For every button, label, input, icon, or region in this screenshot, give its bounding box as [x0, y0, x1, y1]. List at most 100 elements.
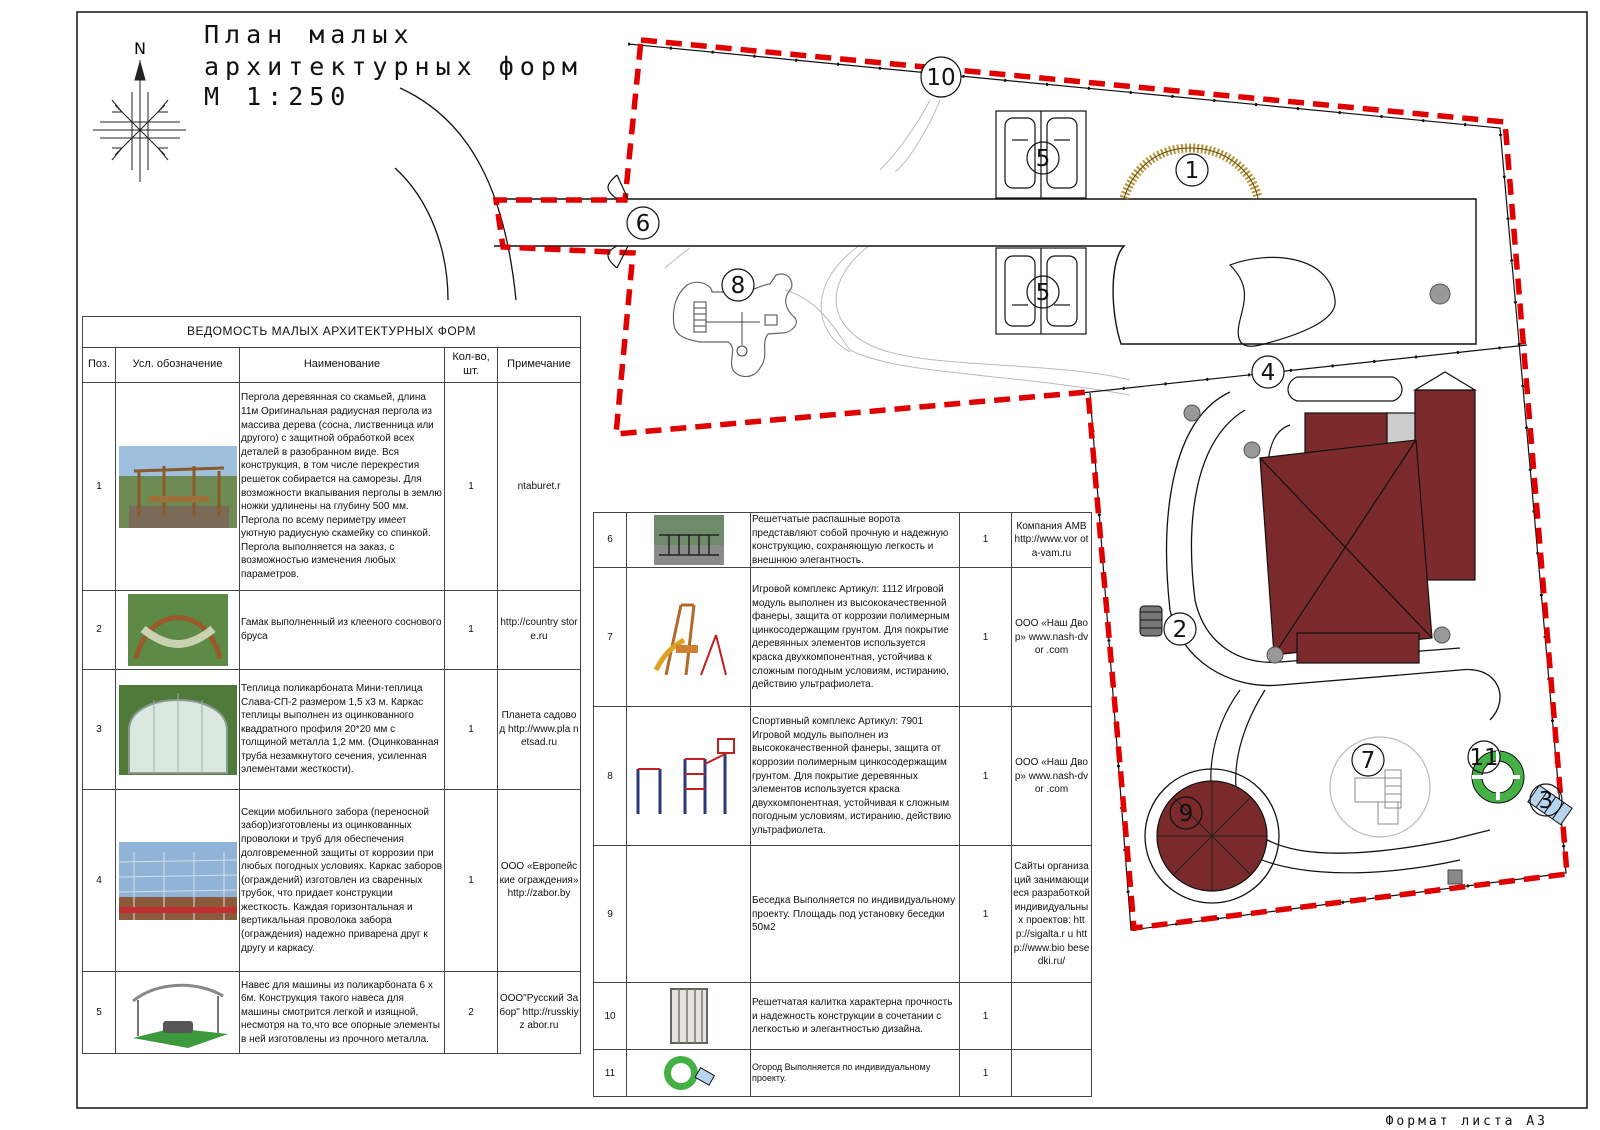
row-quantity: 1 [959, 1049, 1012, 1098]
row-note: http://country store.ru [496, 590, 582, 670]
row-position: 6 [593, 511, 627, 569]
utility-box [1447, 869, 1463, 885]
plan-title-line-1: План малых [204, 20, 415, 49]
plan-label-5b: 5 [1036, 280, 1051, 306]
plan-label-2: 2 [1173, 617, 1188, 643]
row-note: ООО «Наш Двор» www.nash-dvor .com [1011, 567, 1092, 708]
greenhouse-photo [115, 669, 240, 790]
row-position: 5 [82, 971, 116, 1054]
row-quantity: 1 [959, 706, 1012, 847]
row-quantity: 2 [444, 971, 498, 1054]
table-row: 10 Решетчатая калитка характерна прочнос… [593, 982, 1092, 1051]
house-loop-path [1190, 409, 1461, 663]
row-quantity: 1 [959, 567, 1012, 708]
mafs-schedule-table-part-2: 6 Решетчатые распашные ворота представля… [593, 511, 1092, 1098]
row-position: 9 [593, 845, 627, 984]
hammock-symbol [1139, 605, 1163, 637]
row-description: Решетчатые распашные ворота представляют… [750, 511, 960, 569]
column-header: Наименование [239, 347, 445, 383]
table-row: 7 Игровой комплекс Артикул: 1112 Игровой… [593, 567, 1092, 708]
plan-title-scale: М 1:250 [204, 82, 352, 111]
row-quantity: 1 [444, 789, 498, 972]
row-description: Беседка Выполняется по индивидуальному п… [750, 845, 960, 984]
row-quantity: 1 [959, 982, 1012, 1051]
row-note: Планета садовод http://www.pla netsad.ru [496, 669, 582, 790]
row-position: 2 [82, 590, 116, 670]
table-row: 8 Спортивный комплекс Артикул: 7901 Игро… [593, 706, 1092, 847]
row-description: Навес для машины из поликарбоната 6 х 6м… [239, 971, 445, 1054]
lawn-island [1228, 256, 1336, 347]
row-position: 1 [82, 382, 116, 591]
row-quantity: 1 [444, 669, 498, 790]
column-header: Примечание [496, 347, 582, 383]
row-quantity: 1 [959, 845, 1012, 984]
hammock-photo [115, 590, 240, 670]
row-description: Секции мобильного забора (переносной заб… [239, 789, 445, 972]
plan-label-6: 6 [636, 211, 651, 237]
sports-complex-outline [672, 273, 797, 378]
row-description: Спортивный комплекс Артикул: 7901 Игрово… [750, 706, 960, 847]
row-note: ntaburet.r [496, 382, 582, 591]
plan-label-1: 1 [1185, 158, 1200, 184]
row-note: Компания АМВ http://www.vor ota-vam.ru [1011, 511, 1092, 569]
column-header: Кол-во, шт. [444, 347, 498, 383]
playground-photo [626, 567, 751, 708]
row-description: Теплица поликарбоната Мини-теплица Слава… [239, 669, 445, 790]
row-description: Пергола деревянная со скамьей, длина 11м… [239, 382, 445, 591]
row-note: ООО «Европейские ограждения» http://zabo… [496, 789, 582, 972]
wicket-gate-photo [626, 982, 751, 1051]
plan-title-line-2: архитектурных форм [204, 52, 583, 81]
plan-label-3: 3 [1539, 788, 1554, 814]
row-note: ООО «Наш Двор» www.nash-dvor .com [1011, 706, 1092, 847]
carport-photo [115, 971, 240, 1054]
row-note [1011, 1049, 1092, 1098]
plan-label-11: 11 [1469, 745, 1498, 771]
table-row: 3 Теплица поликарбоната Мини-теплица Сла… [82, 669, 582, 790]
gate-photo [626, 511, 751, 569]
table-row: 1 Пергола деревянная со скамьей, длина 1… [82, 382, 582, 591]
plan-label-8: 8 [731, 273, 746, 299]
road-curve [394, 167, 449, 301]
row-quantity: 1 [444, 382, 498, 591]
table-row: 5 Навес для машины из поликарбоната 6 х … [82, 971, 582, 1054]
sports-complex-photo [626, 706, 751, 847]
road-curve [399, 87, 517, 301]
row-note [1011, 982, 1092, 1051]
house-roof [1259, 371, 1478, 664]
row-description: Огород Выполняется по индивидуальному пр… [750, 1049, 960, 1098]
row-position: 3 [82, 669, 116, 790]
plan-label-10: 10 [926, 65, 955, 91]
carport-top [995, 110, 1087, 199]
plan-label-7: 7 [1361, 748, 1376, 774]
table-row: 11 Огород Выполняется по индивидуальному… [593, 1049, 1092, 1098]
gazebo-ring [1144, 768, 1280, 904]
plan-label-4: 4 [1261, 360, 1276, 386]
row-quantity: 1 [444, 590, 498, 670]
mafs-schedule-table-part-1: ВЕДОМОСТЬ МАЛЫХ АРХИТЕКТУРНЫХ ФОРМ Поз. … [81, 316, 582, 1054]
fence-photo [115, 789, 240, 972]
row-position: 10 [593, 982, 627, 1051]
compass-north-label: N [134, 39, 146, 58]
garden-symbol [626, 1049, 751, 1098]
row-quantity: 1 [959, 511, 1012, 569]
north-arrow-icon [93, 60, 186, 182]
row-position: 8 [593, 706, 627, 847]
sheet-format-label: Формат листа А3 [1385, 1114, 1548, 1129]
row-description: Игровой комплекс Артикул: 1112 Игровой м… [750, 567, 960, 708]
table-row: 6 Решетчатые распашные ворота представля… [593, 511, 1092, 569]
tree-symbol [1183, 283, 1451, 664]
column-header: Усл. обозначение [115, 347, 240, 383]
table-row: 4 Секции мобильного забора (переносной з… [82, 789, 582, 972]
row-description: Решетчатая калитка характерна прочность … [750, 982, 960, 1051]
row-position: 4 [82, 789, 116, 972]
table-title: ВЕДОМОСТЬ МАЛЫХ АРХИТЕКТУРНЫХ ФОРМ [81, 316, 582, 348]
gazebo-image-cell [626, 845, 751, 984]
table-row: 2 Гамак выполненный из клееного сосновог… [82, 590, 582, 670]
sheet-frame [76, 11, 1588, 1109]
column-header: Поз. [82, 347, 116, 383]
greenhouse-symbol [1527, 784, 1573, 826]
row-note: Сайты организаций занимающиеся разработк… [1011, 845, 1092, 984]
pergola-photo [115, 382, 240, 591]
plan-label-9: 9 [1179, 801, 1194, 827]
